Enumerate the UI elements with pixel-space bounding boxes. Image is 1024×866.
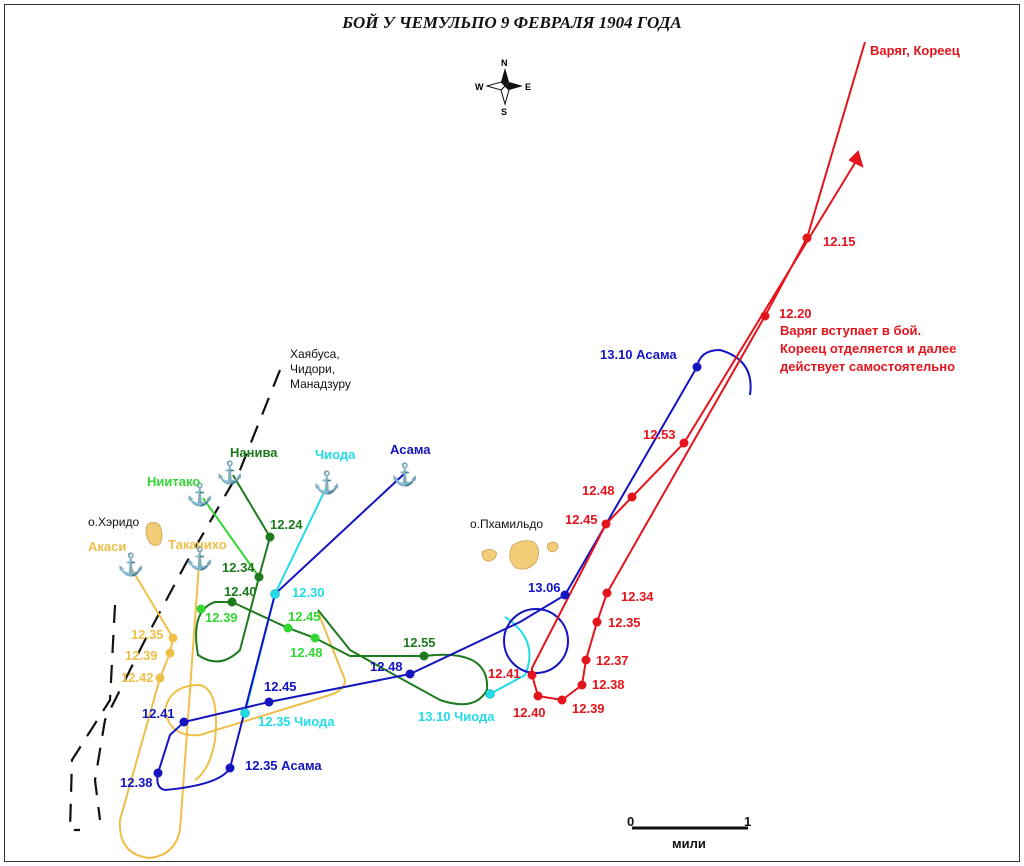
time-label: 12.39 bbox=[125, 648, 158, 663]
time-label: 12.48 bbox=[290, 645, 323, 660]
time-label: 13.10 Асама bbox=[600, 347, 677, 362]
time-label: 12.40 bbox=[513, 705, 546, 720]
destroyers-label-1: Хаябуса, bbox=[290, 347, 340, 361]
time-label: 13.06 bbox=[528, 580, 561, 595]
time-label: 12.35 Асама bbox=[245, 758, 322, 773]
map-title: БОЙ У ЧЕМУЛЬПО 9 ФЕВРАЛЯ 1904 ГОДА bbox=[341, 13, 682, 32]
anchor-icon: ⚓ bbox=[186, 482, 213, 507]
time-label: 12.39 bbox=[572, 701, 605, 716]
time-label: 12.37 bbox=[596, 653, 629, 668]
niitaka-track bbox=[202, 497, 260, 578]
time-label: 12.35 Чиода bbox=[258, 714, 335, 729]
time-label: 12.40 bbox=[224, 584, 257, 599]
time-label: 12.45 bbox=[288, 609, 321, 624]
note-line: Кореец отделяется и далее bbox=[780, 341, 956, 356]
time-label: 13.10 Чиода bbox=[418, 709, 495, 724]
label-akashi: Акаси bbox=[88, 539, 126, 554]
time-label: 12.53 bbox=[643, 427, 676, 442]
destroyer-tracks bbox=[68, 369, 282, 832]
anchor-icon: ⚓ bbox=[186, 546, 213, 571]
time-label: 12.39 bbox=[205, 610, 238, 625]
island-phamildo bbox=[509, 540, 539, 570]
compass-w: W bbox=[475, 82, 484, 92]
time-label: 12.45 bbox=[264, 679, 297, 694]
compass-s: S bbox=[501, 107, 507, 117]
scale-start: 0 bbox=[627, 814, 634, 829]
time-label: 12.35 bbox=[131, 627, 164, 642]
time-label: 12.48 bbox=[582, 483, 615, 498]
time-label: 12.30 bbox=[292, 585, 325, 600]
time-label: 12.38 bbox=[120, 775, 153, 790]
time-label: 12.34 bbox=[222, 560, 255, 575]
island-label-herido: о.Хэридо bbox=[88, 515, 140, 529]
compass-n: N bbox=[501, 58, 508, 68]
note-line: Варяг вступает в бой. bbox=[780, 323, 921, 338]
time-label: 12.42 bbox=[121, 670, 154, 685]
time-label: 12.55 bbox=[403, 635, 436, 650]
scale-end: 1 bbox=[744, 814, 751, 829]
scale-unit: мили bbox=[672, 836, 706, 851]
anchor-icon: ⚓ bbox=[117, 552, 144, 577]
anchor-icon: ⚓ bbox=[391, 462, 418, 487]
label-naniwa: Нанива bbox=[230, 445, 278, 460]
label-varyag-koreets: Варяг, Кореец bbox=[870, 43, 960, 58]
scale-bar: 0 1 мили bbox=[627, 814, 751, 851]
map-frame bbox=[4, 4, 1020, 862]
time-label: 12.48 bbox=[370, 659, 403, 674]
time-label: 12.15 bbox=[823, 234, 856, 249]
island-small-west bbox=[481, 549, 497, 562]
note-line: действует самостоятельно bbox=[780, 359, 955, 374]
island-small-east bbox=[547, 541, 559, 553]
time-label: 12.34 bbox=[621, 589, 654, 604]
label-asama: Асама bbox=[390, 442, 431, 457]
note: Варяг вступает в бой. Кореец отделяется … bbox=[780, 323, 956, 374]
island-label-phamildo: о.Пхамильдо bbox=[470, 517, 543, 531]
time-label: 12.38 bbox=[592, 677, 625, 692]
anchor-icon: ⚓ bbox=[313, 470, 340, 495]
position-markers bbox=[153, 233, 812, 778]
time-labels: 12.15 12.20 12.53 12.48 12.45 12.34 12.3… bbox=[120, 234, 856, 790]
destroyers-label-3: Манадзуру bbox=[290, 377, 351, 391]
time-label: 12.41 bbox=[488, 666, 521, 681]
label-takachiho: Такачихо bbox=[168, 537, 227, 552]
time-label: 12.45 bbox=[565, 512, 598, 527]
time-label: 12.24 bbox=[270, 517, 303, 532]
destroyers-label-2: Чидори, bbox=[290, 362, 335, 376]
label-niitaka: Ниитако bbox=[147, 474, 200, 489]
compass-e: E bbox=[525, 82, 531, 92]
time-label: 12.41 bbox=[142, 706, 175, 721]
time-label: 12.20 bbox=[779, 306, 812, 321]
island-herido bbox=[145, 522, 163, 546]
compass-rose-icon: N S W E bbox=[475, 58, 531, 117]
label-chiyoda: Чиода bbox=[315, 447, 356, 462]
time-label: 12.35 bbox=[608, 615, 641, 630]
islands bbox=[145, 522, 559, 570]
akashi-takachiho-tracks bbox=[118, 549, 347, 860]
anchor-icon: ⚓ bbox=[216, 460, 243, 485]
